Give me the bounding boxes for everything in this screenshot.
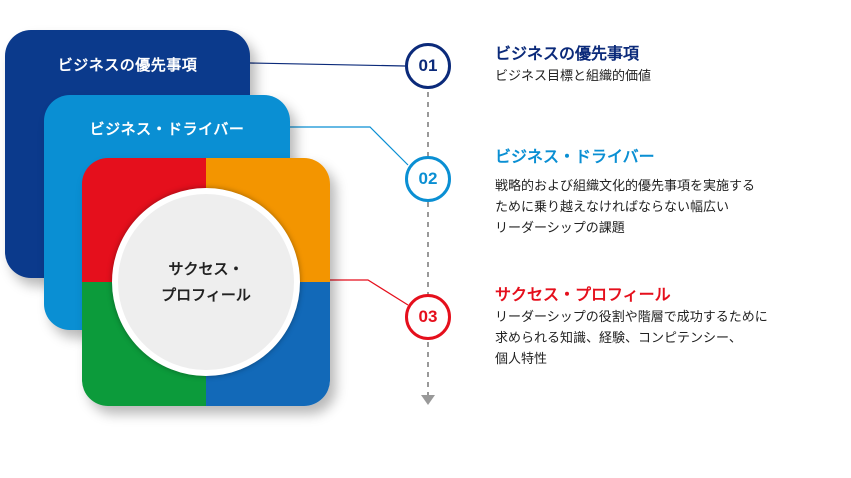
step-number-badge: 02 xyxy=(405,156,451,202)
connector-line-2 xyxy=(290,126,409,166)
timeline-arrow-icon xyxy=(421,395,435,405)
center-label: サクセス・ プロフィール xyxy=(161,260,251,304)
connector-line-1 xyxy=(249,62,406,67)
connector-line-3 xyxy=(330,279,409,306)
step-number-badge: 03 xyxy=(405,294,451,340)
step-title: ビジネスの優先事項 xyxy=(495,44,640,63)
step-description: ビジネス目標と組織的価値 xyxy=(495,69,652,84)
step-description: 戦略的および組織文化的優先事項を実施する ために乗り越えなければならない幅広い … xyxy=(495,179,756,236)
step-title: ビジネス・ドライバー xyxy=(495,147,655,166)
step-description: リーダーシップの役割や階層で成功するために 求められる知識、経験、コンピテンシー… xyxy=(495,310,768,367)
center-circle: サクセス・ プロフィール xyxy=(112,188,300,376)
card-title: ビジネス・ドライバー xyxy=(89,120,245,138)
step-title: サクセス・プロフィール xyxy=(495,285,671,304)
step-number-badge: 01 xyxy=(405,43,451,89)
card-success-profile: サクセス・ プロフィール xyxy=(82,158,330,406)
card-title: ビジネスの優先事項 xyxy=(57,56,198,74)
